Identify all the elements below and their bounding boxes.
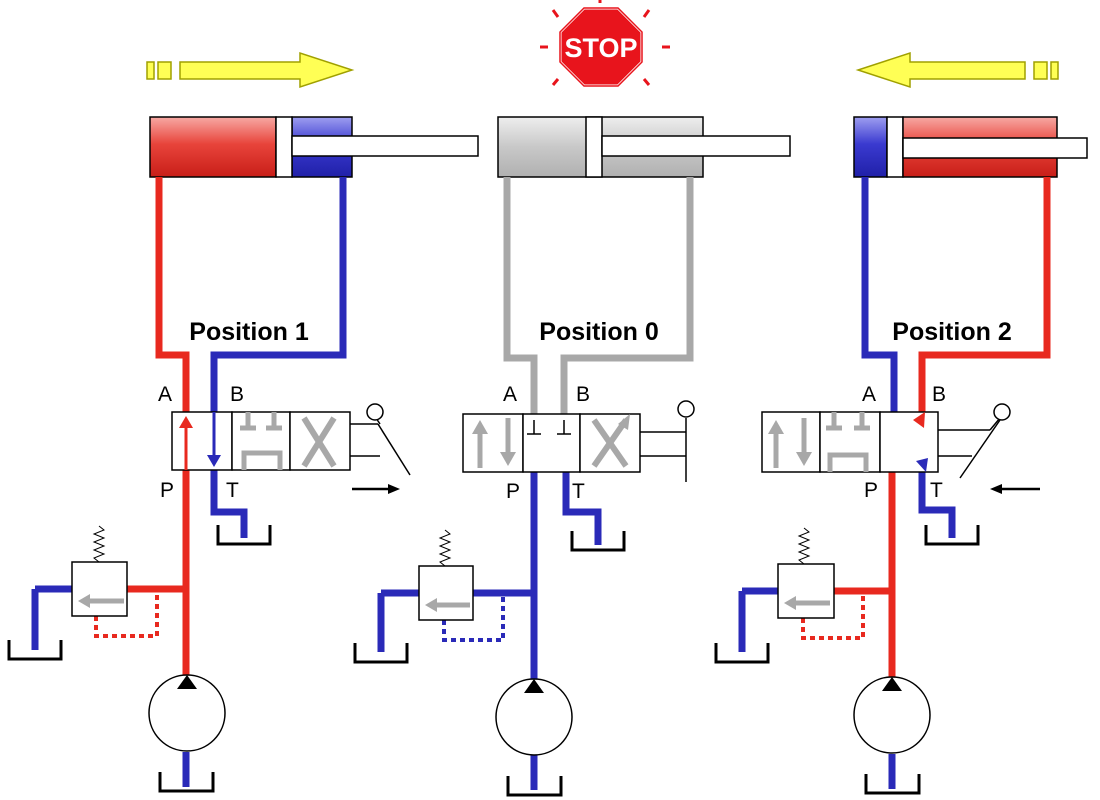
tank-icon	[924, 525, 980, 546]
tank-icon	[216, 525, 272, 546]
lever-direction-arrow-icon	[990, 484, 1040, 494]
tank-icon	[7, 640, 63, 661]
port-label-t: T	[572, 480, 585, 503]
tank-return-line	[918, 470, 956, 538]
tank-icon	[864, 774, 921, 795]
idle-line-a	[503, 177, 538, 418]
port-label-a: A	[862, 383, 876, 406]
hydraulic-pump	[148, 674, 226, 752]
port-label-p: P	[864, 479, 878, 502]
tank-return-line	[210, 470, 248, 538]
extend-arrow-icon	[146, 51, 355, 89]
pressure-relief-valve	[777, 527, 835, 619]
stop-sign-text: STOP	[564, 33, 637, 63]
hydraulic-cylinder	[497, 116, 791, 178]
panel-position-2: Position 2 A B P T	[714, 116, 1088, 795]
panel-position-1: Position 1 A B P T	[7, 116, 479, 793]
hydraulic-pump	[853, 676, 931, 754]
panel-position-0: Position 0 A B P T	[353, 116, 791, 797]
tank-icon	[714, 643, 770, 664]
tank-return-line	[562, 488, 602, 545]
directional-control-valve	[171, 403, 411, 476]
directional-control-valve	[761, 403, 1011, 479]
pressure-line-b	[918, 177, 1051, 418]
retract-arrow-icon	[855, 51, 1059, 89]
position-label: Position 1	[189, 318, 309, 346]
return-line-a	[861, 177, 898, 418]
hydraulic-pump	[495, 678, 573, 756]
port-label-p: P	[506, 480, 520, 503]
idle-line-b	[560, 177, 694, 418]
hydraulic-cylinder	[853, 116, 1088, 178]
port-label-b: B	[576, 383, 590, 406]
pressure-relief-valve	[71, 525, 128, 617]
lever-direction-arrow-icon	[352, 484, 400, 494]
tank-icon	[158, 772, 215, 793]
hydraulic-cylinder	[149, 116, 479, 178]
port-label-a: A	[158, 383, 172, 406]
port-label-p: P	[160, 479, 174, 502]
port-label-a: A	[503, 383, 517, 406]
port-label-b: B	[932, 383, 946, 406]
directional-control-valve	[462, 400, 695, 482]
tank-icon	[570, 531, 626, 552]
position-label: Position 2	[892, 318, 1011, 346]
port-label-b: B	[230, 383, 244, 406]
port-label-t: T	[930, 479, 943, 502]
stop-sign-icon: STOP	[540, 0, 670, 88]
tank-icon	[506, 776, 563, 797]
pump-bypass-line	[530, 456, 566, 688]
port-label-t: T	[226, 479, 239, 502]
pressure-relief-valve	[418, 529, 474, 621]
position-label: Position 0	[539, 318, 658, 346]
tank-icon	[353, 643, 409, 664]
pressure-line-a	[155, 177, 190, 418]
